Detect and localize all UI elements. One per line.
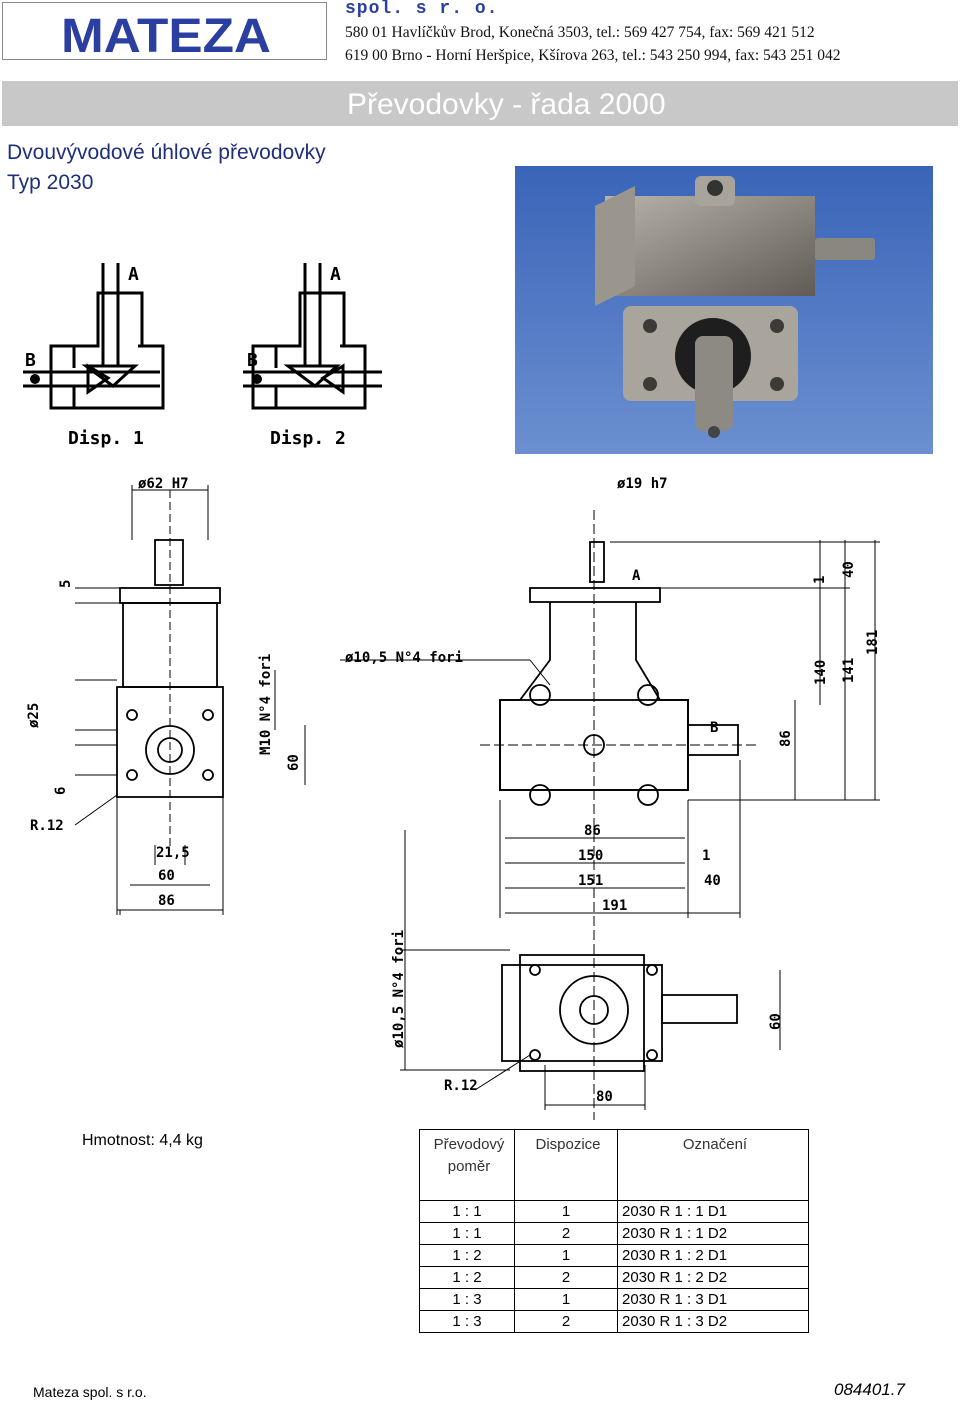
dim-d19: ø19 h7 — [617, 476, 668, 492]
dim-86-vertical: 86 — [778, 730, 794, 747]
cell-disposition: 2 — [514, 1222, 618, 1245]
dim-6: 6 — [53, 787, 69, 795]
ordering-table: Převodový poměr Dispozice Označení 1 : 1… — [419, 1129, 809, 1333]
shaft-label-b: B — [710, 720, 718, 736]
dim-141: 141 — [841, 658, 857, 683]
dim-151: 151 — [578, 873, 603, 889]
dim-86-horizontal: 86 — [158, 893, 175, 909]
logo-text: MATEZA — [61, 10, 271, 59]
page-title: Převodovky - řada 2000 — [347, 88, 666, 121]
cell-ratio: 1 : 2 — [419, 1266, 515, 1289]
dim-21-5: 21,5 — [156, 845, 190, 861]
company-name: spol. s r. o. — [345, 0, 499, 19]
dim-bore-fori-vertical: ø10,5 N°4 fori — [391, 930, 407, 1048]
logo-box: MATEZA — [2, 2, 327, 63]
dim-1-top: 1 — [812, 576, 828, 584]
product-type: Typ 2030 — [7, 171, 94, 194]
cell-ratio: 1 : 1 — [419, 1200, 515, 1223]
cell-disposition: 2 — [514, 1310, 618, 1333]
dim-m10-fori: M10 N°4 fori — [258, 654, 274, 755]
table-row: 1 : 1 1 2030 R 1 : 1 D1 — [419, 1200, 809, 1223]
dim-60-vertical: 60 — [286, 754, 302, 771]
cell-ratio: 1 : 3 — [419, 1310, 515, 1333]
cell-designation: 2030 R 1 : 1 D1 — [617, 1200, 809, 1223]
cell-ratio: 1 : 3 — [419, 1288, 515, 1311]
cell-disposition: 2 — [514, 1266, 618, 1289]
address-havlickuv-brod: 580 01 Havlíčkův Brod, Konečná 3503, tel… — [345, 24, 815, 41]
mateza-logo: MATEZA — [61, 10, 271, 63]
dim-40-bottom: 40 — [704, 873, 721, 889]
cell-disposition: 1 — [514, 1288, 618, 1311]
technical-drawing: ø62 H7 ø19 h7 5 M10 N°4 fori ø25 6 60 R.… — [26, 476, 881, 1120]
table-row: 1 : 1 2 2030 R 1 : 1 D2 — [419, 1222, 809, 1245]
table-row: 1 : 2 1 2030 R 1 : 2 D1 — [419, 1244, 809, 1267]
disp2-caption: Disp. 2 — [270, 428, 346, 449]
table-row: 1 : 3 2 2030 R 1 : 3 D2 — [419, 1310, 809, 1333]
cell-designation: 2030 R 1 : 1 D2 — [617, 1222, 809, 1245]
cell-designation: 2030 R 1 : 2 D2 — [617, 1266, 809, 1289]
disp1-caption: Disp. 1 — [68, 428, 144, 449]
header-designation: Označení — [617, 1129, 809, 1201]
shaft-label-a: A — [632, 568, 641, 584]
disp2-label-b: B — [247, 350, 258, 371]
dim-40-top: 40 — [841, 561, 857, 578]
footer-company: Mateza spol. s r.o. — [33, 1384, 147, 1400]
cell-designation: 2030 R 1 : 3 D1 — [617, 1288, 809, 1311]
disp1-label-a: A — [128, 264, 139, 285]
table-header-row: Převodový poměr Dispozice Označení — [419, 1129, 809, 1201]
dim-86-bottom: 86 — [584, 823, 601, 839]
table-row: 1 : 3 1 2030 R 1 : 3 D1 — [419, 1288, 809, 1311]
title-banner — [2, 81, 958, 126]
table-row: 1 : 2 2 2030 R 1 : 2 D2 — [419, 1266, 809, 1289]
product-subtitle: Dvouvývodové úhlové převodovky — [7, 141, 326, 164]
disp2-label-a: A — [330, 264, 341, 285]
weight-label: Hmotnost: 4,4 kg — [82, 1132, 203, 1149]
dim-1-bottom: 1 — [702, 848, 710, 864]
disposition-diagrams: A B Disp. 1 A B Disp. 2 — [23, 263, 382, 449]
cell-disposition: 1 — [514, 1244, 618, 1267]
dim-80: 80 — [596, 1089, 613, 1105]
cell-ratio: 1 : 1 — [419, 1222, 515, 1245]
footer-document-code: 084401.7 — [834, 1380, 905, 1399]
disp1-label-b: B — [25, 350, 36, 371]
header-ratio: Převodový poměr — [419, 1129, 515, 1201]
cell-designation: 2030 R 1 : 2 D1 — [617, 1244, 809, 1267]
cell-designation: 2030 R 1 : 3 D2 — [617, 1310, 809, 1333]
dim-bore-fori: ø10,5 N°4 fori — [345, 650, 463, 666]
dim-140: 140 — [813, 660, 829, 685]
header-disposition: Dispozice — [514, 1129, 618, 1201]
cell-ratio: 1 : 2 — [419, 1244, 515, 1267]
dim-60-horizontal: 60 — [158, 868, 175, 884]
dim-150: 150 — [578, 848, 603, 864]
dim-5: 5 — [58, 580, 74, 588]
product-photo — [515, 166, 933, 454]
dim-r12-bottom: R.12 — [444, 1078, 478, 1094]
dim-60-right: 60 — [768, 1013, 784, 1030]
address-brno: 619 00 Brno - Horní Heršpice, Kšírova 26… — [345, 47, 841, 64]
cell-disposition: 1 — [514, 1200, 618, 1223]
dim-d62: ø62 H7 — [138, 476, 189, 492]
dim-191: 191 — [602, 898, 627, 914]
dim-r12: R.12 — [30, 818, 64, 834]
dim-181: 181 — [865, 630, 881, 655]
dim-d25: ø25 — [26, 703, 42, 728]
